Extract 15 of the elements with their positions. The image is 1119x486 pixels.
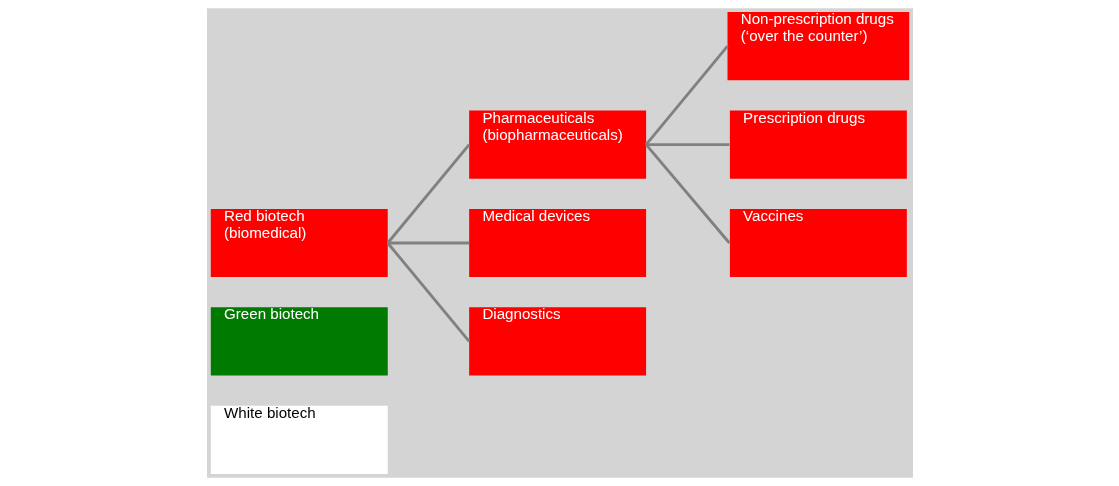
node-box: Diagnostics xyxy=(468,307,646,376)
node-box: Non-prescription drugs (‘over the counter’) xyxy=(727,12,909,81)
connector xyxy=(386,242,470,343)
node-box: Prescription drugs xyxy=(729,110,907,179)
connector xyxy=(645,143,729,146)
connector xyxy=(386,143,470,244)
node-box: Pharmaceuticals (biopharmaceuticals) xyxy=(468,110,646,179)
node-box: White biotech xyxy=(210,405,388,474)
node-box: Red biotech (biomedical) xyxy=(210,208,388,278)
node-box: Vaccines xyxy=(729,208,907,278)
connector xyxy=(644,143,730,244)
connector xyxy=(387,241,469,245)
connector xyxy=(644,45,729,146)
node-box: Green biotech xyxy=(210,307,388,376)
node-box: Medical devices xyxy=(468,208,646,278)
